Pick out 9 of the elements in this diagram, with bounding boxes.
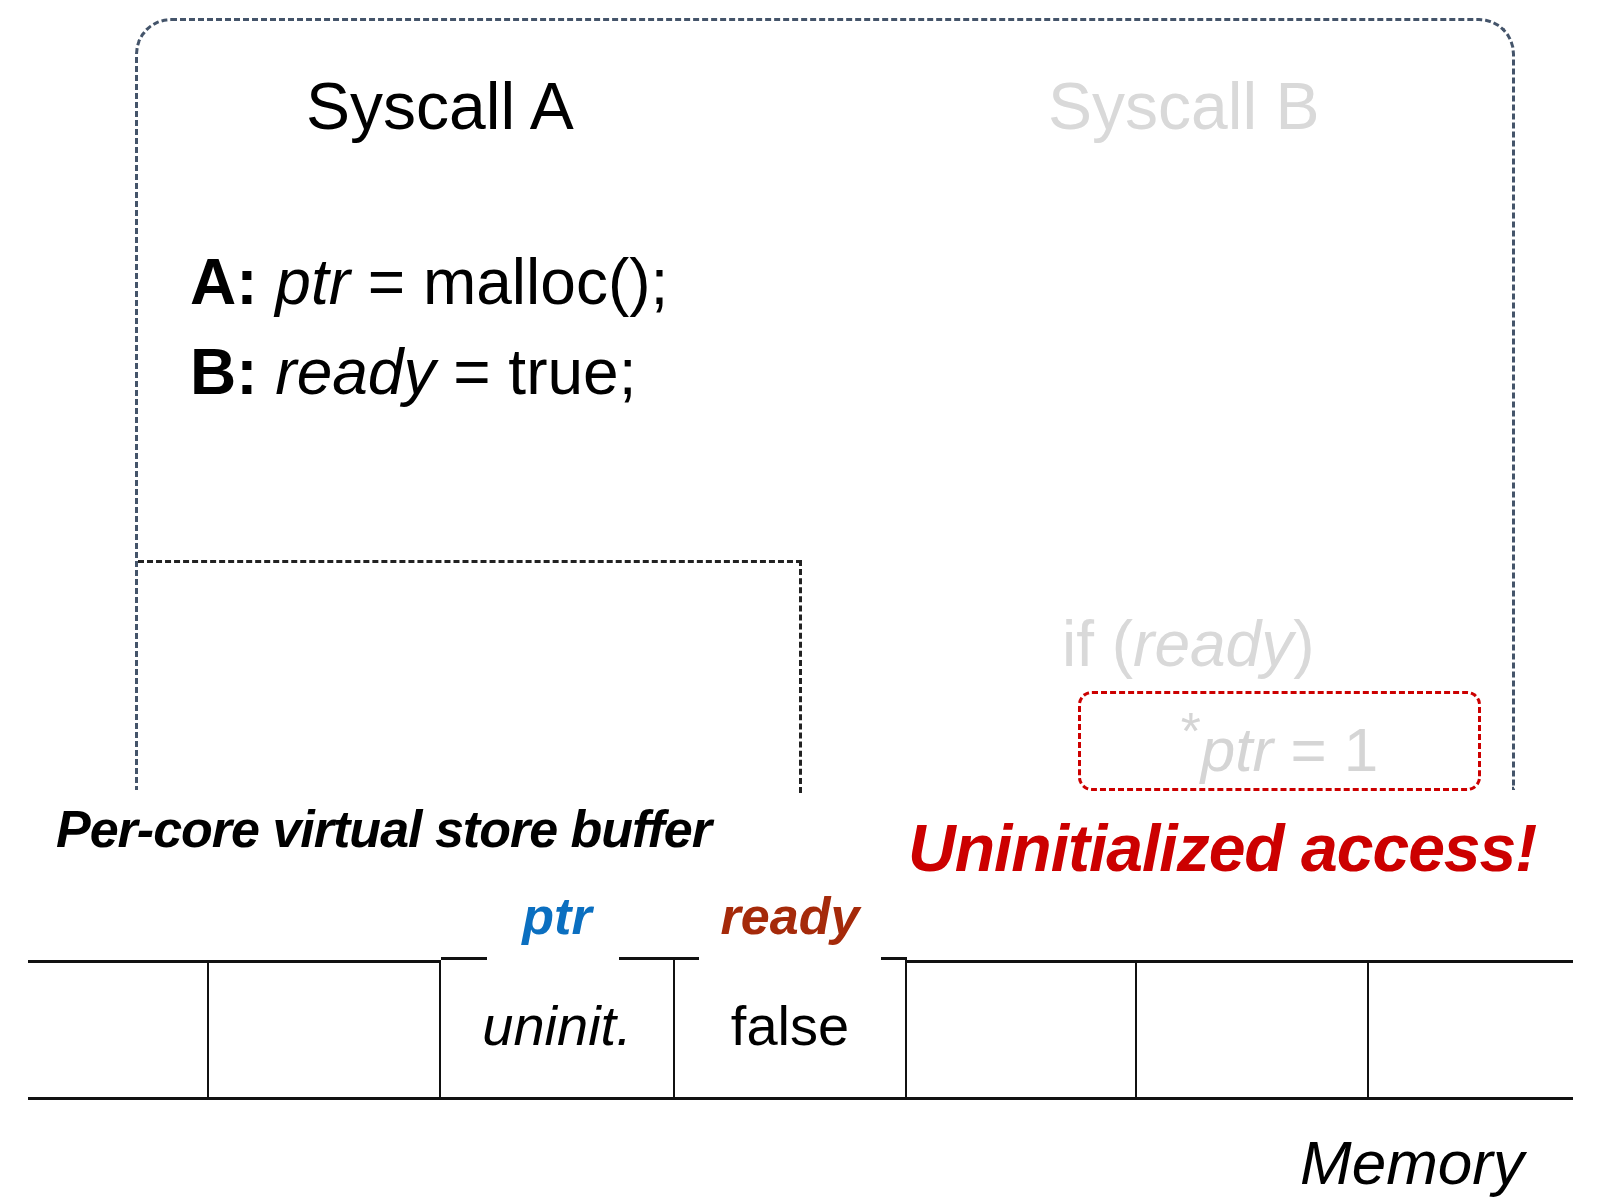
memory-cell [1135,960,1367,1100]
highlight-box [1078,691,1481,791]
memory-cell [28,960,207,1100]
cell-value: false [729,998,851,1054]
memory-cell [1367,960,1573,1100]
memory-cell [207,960,439,1100]
memory-cell [905,960,1135,1100]
cell-value: uninit. [481,998,633,1054]
warning-text: Uninitialized access! [908,815,1537,881]
